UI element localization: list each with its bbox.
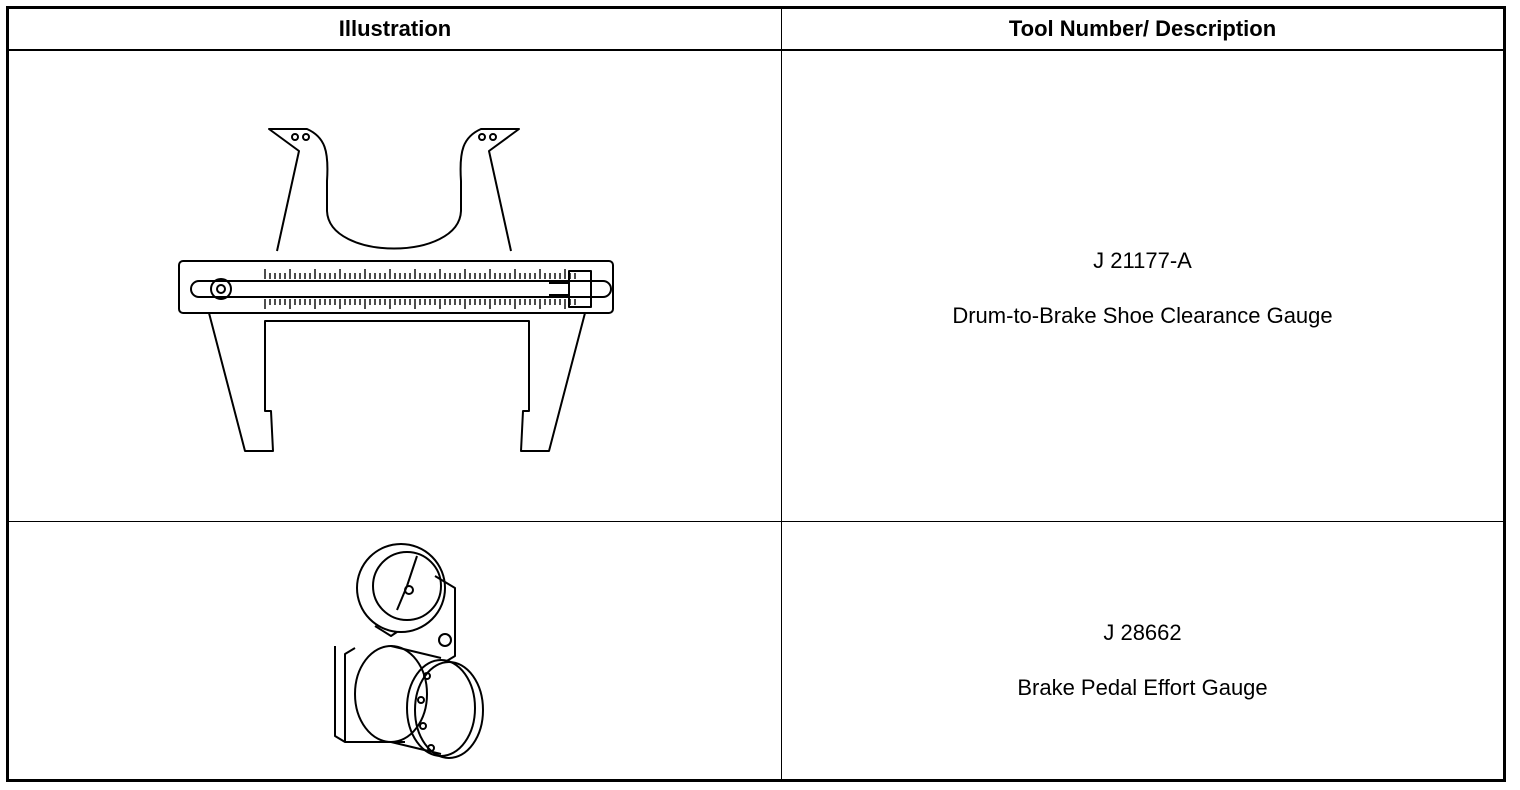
description-cell: J 28662 Brake Pedal Effort Gauge: [782, 522, 1503, 779]
tool-number: J 28662: [1103, 620, 1182, 645]
table-header: Illustration Tool Number/ Description: [9, 9, 1503, 51]
brake-pedal-effort-gauge-icon: [334, 543, 484, 759]
table-row: J 28662 Brake Pedal Effort Gauge: [9, 522, 1503, 779]
tool-table: Illustration Tool Number/ Description: [6, 6, 1506, 782]
header-illustration: Illustration: [338, 16, 452, 41]
brake-shoe-clearance-gauge-icon: [178, 128, 614, 452]
description-cell: J 21177-A Drum-to-Brake Shoe Clearance G…: [782, 51, 1503, 521]
tool-number: J 21177-A: [1093, 248, 1192, 273]
illustration-cell: [9, 51, 781, 521]
illustration-cell: [9, 522, 781, 779]
header-tool-description: Tool Number/ Description: [1008, 16, 1277, 41]
column-divider: [781, 9, 782, 779]
tool-description: Drum-to-Brake Shoe Clearance Gauge: [952, 303, 1333, 328]
table-row: J 21177-A Drum-to-Brake Shoe Clearance G…: [9, 51, 1503, 521]
row-divider: [9, 521, 1503, 522]
tool-description: Brake Pedal Effort Gauge: [1017, 675, 1268, 700]
